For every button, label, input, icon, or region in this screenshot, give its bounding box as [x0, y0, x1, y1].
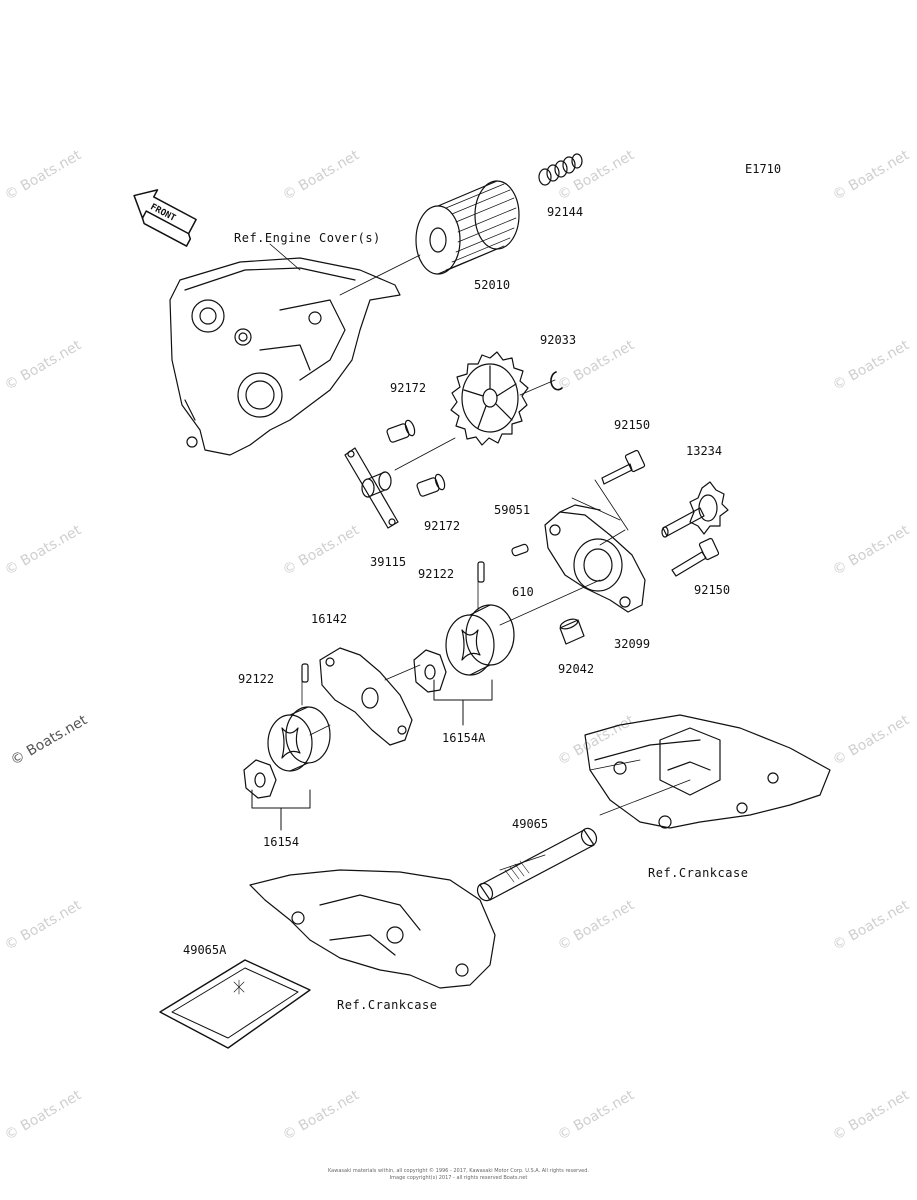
rotor-inner-16154A	[413, 649, 447, 693]
crankcase-ref-right	[584, 714, 831, 829]
copyright-line-2: Image copyright(s) 2017 - all rights res…	[389, 1175, 528, 1181]
pin-92122-lower	[301, 663, 309, 683]
plate-16142	[319, 647, 413, 746]
diagram-code: E1710	[745, 162, 782, 176]
part-label-52010: 52010	[474, 278, 511, 292]
part-label-39115: 39115	[370, 555, 407, 569]
pin-92122-upper	[477, 561, 485, 583]
part-label-16154A: 16154A	[442, 731, 486, 745]
gasket-49065A	[159, 959, 311, 1049]
part-label-92042: 92042	[558, 662, 595, 676]
part-label-16154: 16154	[263, 835, 300, 849]
guide-39115	[344, 447, 399, 529]
part-label-49065A: 49065A	[183, 943, 227, 957]
rotor-outer-16154	[267, 706, 331, 772]
rotor-outer-16154A	[445, 604, 515, 676]
rotor-inner-16154	[243, 759, 277, 799]
part-label-610: 610	[512, 585, 534, 599]
pin-92172-upper	[386, 419, 416, 443]
bolt-92150-lower	[671, 537, 720, 577]
front-arrow-icon	[133, 189, 197, 247]
circlip-92033	[550, 371, 563, 391]
crankcase-ref-bottom	[249, 869, 496, 989]
bolt-92150-upper	[601, 449, 646, 485]
pipe-49065	[476, 827, 598, 902]
part-label-92172-lower: 92172	[424, 519, 461, 533]
dowel-610	[511, 543, 529, 557]
group-brackets	[251, 679, 493, 831]
part-label-49065: 49065	[512, 817, 549, 831]
pin-92172-lower	[416, 473, 446, 497]
pump-body-32099	[544, 504, 646, 613]
part-label-92033: 92033	[540, 333, 577, 347]
spring-92144	[538, 153, 583, 186]
part-label-92144: 92144	[547, 205, 584, 219]
leader-lines	[269, 243, 691, 871]
part-label-92122-upper: 92122	[418, 567, 455, 581]
collar-92042	[559, 618, 585, 645]
part-label-92172-upper: 92172	[390, 381, 427, 395]
part-label-16142: 16142	[311, 612, 348, 626]
part-label-59051: 59051	[494, 503, 531, 517]
shaft-gear-13234	[661, 481, 729, 538]
part-label-92150-upper: 92150	[614, 418, 651, 432]
ref-crankcase-right: Ref.Crankcase	[648, 866, 749, 880]
sprocket-59051	[450, 351, 529, 446]
part-label-92122-lower: 92122	[238, 672, 275, 686]
ref-crankcase-bottom: Ref.Crankcase	[337, 998, 438, 1012]
copyright-line-1: Kawasaki materials within, all copyright…	[327, 1168, 590, 1174]
oil-filter-52010	[415, 180, 520, 275]
part-label-92150-lower: 92150	[694, 583, 731, 597]
part-label-13234: 13234	[686, 444, 723, 458]
part-label-32099: 32099	[614, 637, 651, 651]
engine-cover-ref	[169, 257, 401, 456]
ref-engine-cover: Ref.Engine Cover(s)	[234, 231, 381, 245]
